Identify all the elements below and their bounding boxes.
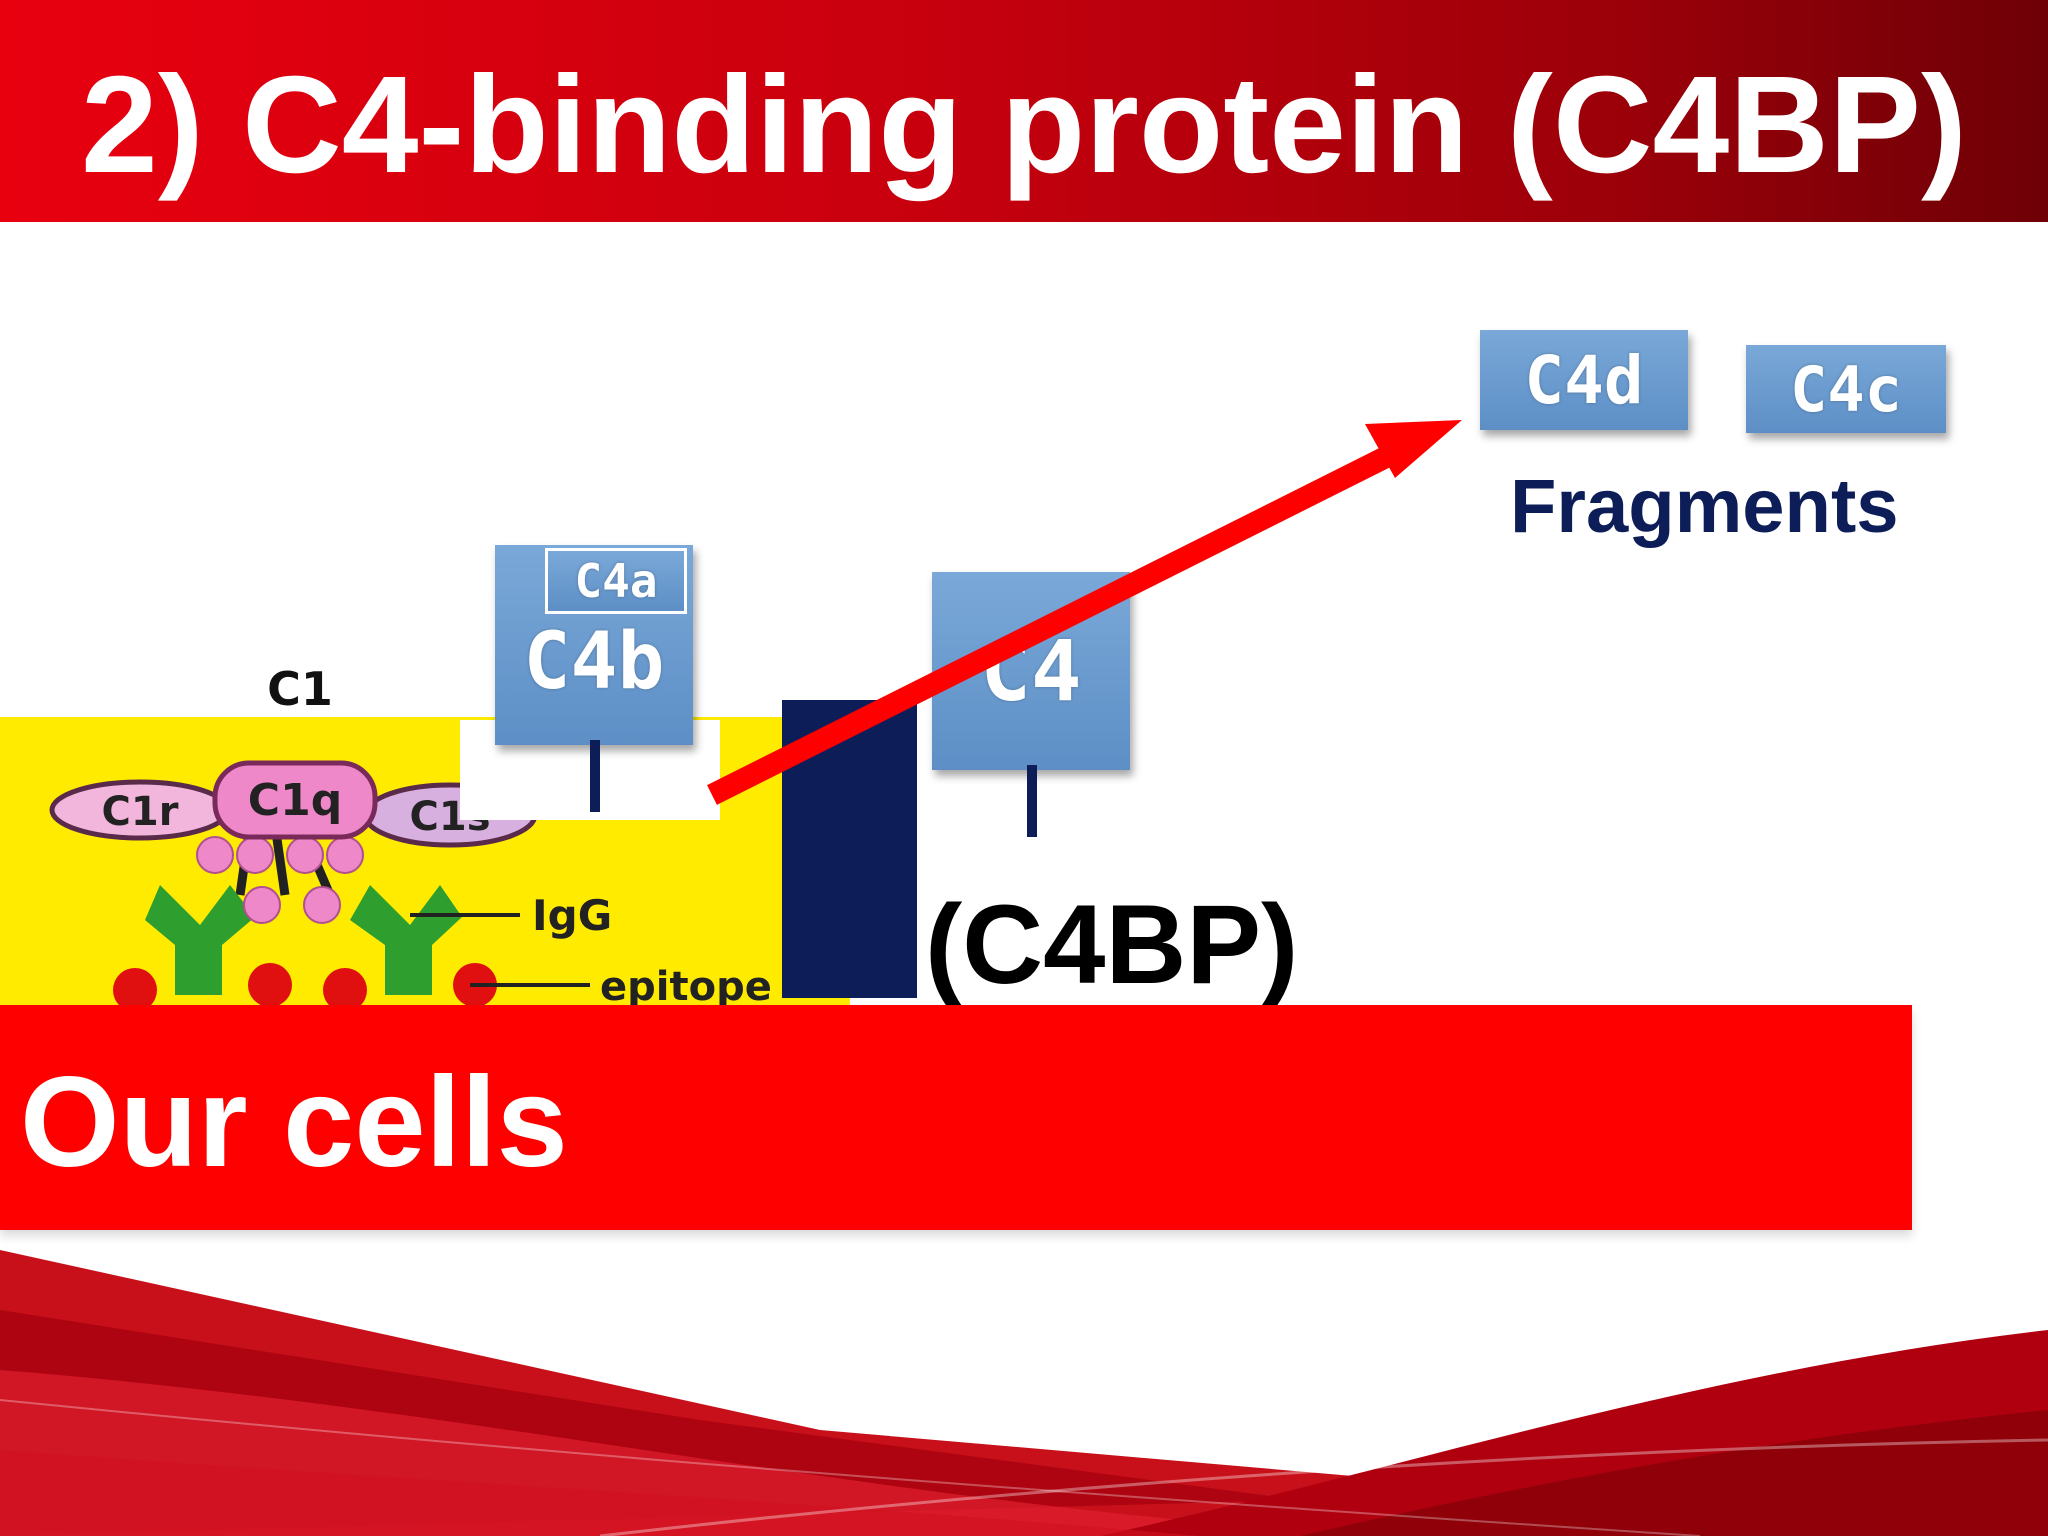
slide-title: 2) C4-binding protein (C4BP): [81, 48, 1967, 202]
c4-bond: [1027, 765, 1037, 837]
c1-label: C1: [267, 662, 333, 716]
decorative-footer-waves: [0, 1250, 2048, 1536]
igg-antibody-right: [323, 885, 497, 1010]
c4b-label: C4b: [523, 617, 665, 707]
c1q-label: C1q: [248, 775, 342, 826]
c1q-subunit: [212, 760, 378, 840]
c4c-label: C4c: [1790, 352, 1902, 426]
c4a-label: C4a: [574, 554, 658, 608]
c4a-box: C4a: [545, 548, 687, 614]
c1-complex-illustration: C1 C1r C1s C1q IgG: [0, 655, 850, 1010]
igg-antibody-left: [113, 885, 292, 1010]
our-cells-band: [0, 1005, 1912, 1230]
c1r-label: C1r: [102, 789, 179, 835]
epitope-label: epitope: [600, 964, 772, 1010]
title-bar: [0, 0, 2048, 222]
igg-label: IgG: [532, 891, 612, 940]
c4b-bond: [590, 740, 600, 812]
c4c-box: C4c: [1746, 345, 1946, 433]
fragments-label: Fragments: [1510, 464, 1899, 549]
our-cells-label: Our cells: [20, 1051, 568, 1194]
c4d-box: C4d: [1480, 330, 1688, 430]
c4d-label: C4d: [1524, 341, 1644, 419]
c4bp-label: (C4BP): [925, 882, 1299, 1007]
